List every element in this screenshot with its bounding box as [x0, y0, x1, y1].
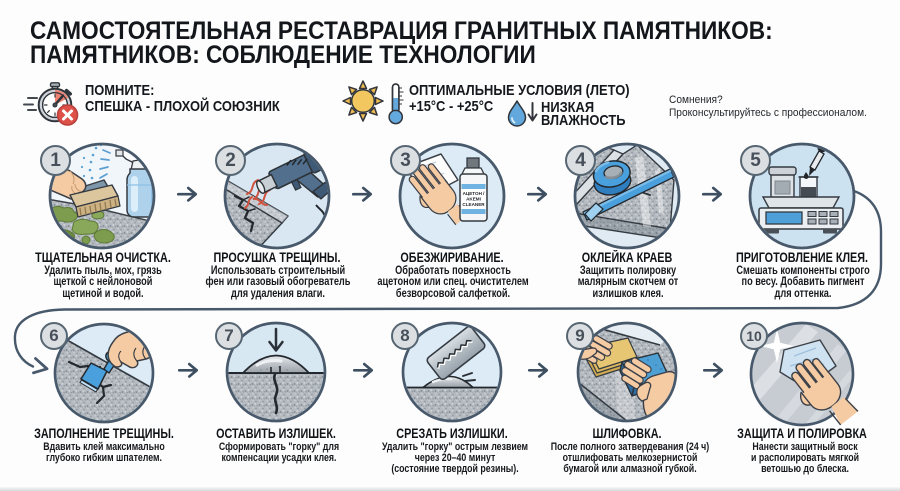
svg-text:CLEANER: CLEANER [462, 202, 485, 207]
svg-text:AKEMI: AKEMI [466, 197, 481, 202]
svg-text:АЦЕТОН /: АЦЕТОН / [463, 191, 486, 196]
